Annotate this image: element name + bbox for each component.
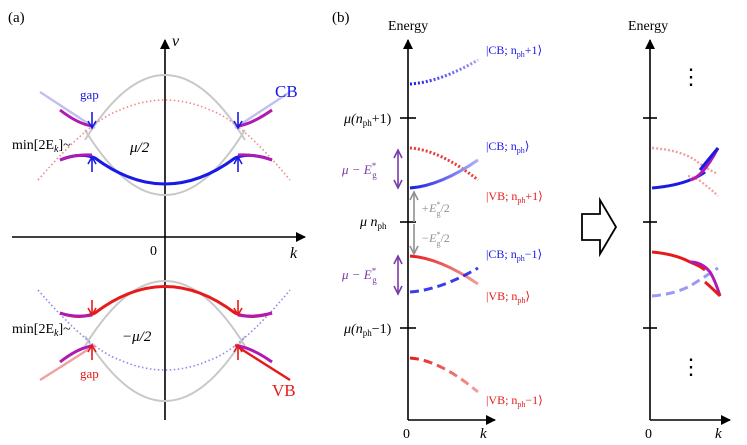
a-min-label-top: min[2Ek]~	[12, 138, 71, 155]
b-cb-nm1	[409, 266, 479, 294]
a-vb-label: VB	[272, 381, 296, 400]
b-state-vb-nm1: |VB; nph−1⟩	[486, 393, 543, 409]
transform-arrow-icon	[581, 196, 618, 258]
b-cb-np1	[409, 58, 479, 86]
a-mix-lower2-left	[59, 311, 93, 318]
a-lower-blue-dotted	[37, 289, 291, 371]
a-upper-red-dotted	[37, 99, 291, 181]
a-nu-label: ν	[172, 33, 180, 50]
a-gap-top-label: gap	[80, 87, 99, 102]
panel-c: Energy 0 k ⋮ ⋮	[628, 19, 731, 442]
a-mix-upper-right	[237, 108, 273, 128]
b-level-n: μ nph	[359, 215, 387, 231]
b-minus-eg-half: −E*g/2	[421, 230, 450, 248]
b-mu-eg-1: μ − E*g	[341, 161, 377, 180]
c-vb-np1	[651, 146, 719, 176]
a-vb-lower-right	[234, 343, 291, 382]
c-dots-bottom: ⋮	[680, 354, 702, 379]
a-mu-half-neg: −μ/2	[122, 329, 152, 345]
b-cb-n	[409, 158, 479, 190]
c-k-label: k	[715, 426, 722, 442]
a-min-label-bottom: min[2Ek]~	[12, 322, 71, 339]
a-lower-gray-up	[84, 335, 246, 402]
b-vb-nm1	[409, 356, 479, 394]
b-vb-np1	[409, 146, 479, 182]
b-state-cb-nm1: |CB; nph−1⟩	[486, 247, 542, 263]
a-cb-label: CB	[275, 82, 298, 101]
panel-a: (a) ν k 0 gap CB min[2Ek]~ μ/2	[8, 10, 306, 420]
c-vb-n	[651, 250, 706, 272]
a-upper-gray-up	[84, 129, 246, 196]
a-mix-lower-left	[59, 153, 93, 162]
b-state-vb-n: |VB; nph⟩	[486, 289, 530, 305]
a-lower-gray-down	[84, 280, 246, 347]
b-vb-n	[409, 254, 479, 286]
c-cb-nm1	[651, 266, 719, 298]
c-zero-label: 0	[645, 427, 652, 442]
a-mix-lower3-right	[237, 344, 273, 364]
c-cb-upper-branch	[698, 147, 720, 171]
b-state-vb-np1: |VB; nph+1⟩	[486, 189, 543, 205]
b-level-np1: μ(nph+1)	[343, 112, 392, 128]
a-gap-bottom-label: gap	[80, 366, 99, 381]
b-energy-label: Energy	[388, 19, 428, 34]
b-plus-eg-half: +E*g/2	[421, 200, 450, 218]
a-mix-lower2-right	[237, 311, 273, 318]
c-mix-lower	[689, 260, 722, 297]
panel-a-label: (a)	[8, 10, 25, 26]
b-mu-eg-2: μ − E*g	[341, 266, 377, 285]
panel-b: (b) Energy 0 k μ(nph+1) μ nph μ(nph−1) μ…	[332, 10, 543, 442]
a-k-label: k	[290, 245, 298, 262]
a-mu-half-pos: μ/2	[129, 140, 150, 156]
a-mix-lower-right	[237, 153, 273, 162]
b-level-nm1: μ(nph−1)	[343, 322, 392, 338]
b-zero-label: 0	[403, 427, 410, 442]
b-k-label: k	[480, 426, 487, 442]
a-mix-upper-left	[59, 108, 93, 128]
a-mix-lower3-left	[59, 344, 93, 364]
c-dots-top: ⋮	[680, 64, 702, 89]
panel-b-label: (b)	[332, 10, 350, 26]
b-state-cb-n: |CB; nph⟩	[486, 139, 529, 155]
a-upper-gray-down	[84, 74, 246, 141]
a-origin-label: 0	[150, 244, 157, 259]
b-state-cb-np1: |CB; nph+1⟩	[486, 43, 542, 59]
c-vb-lower-branch2	[704, 280, 722, 298]
c-energy-label: Energy	[628, 19, 668, 34]
